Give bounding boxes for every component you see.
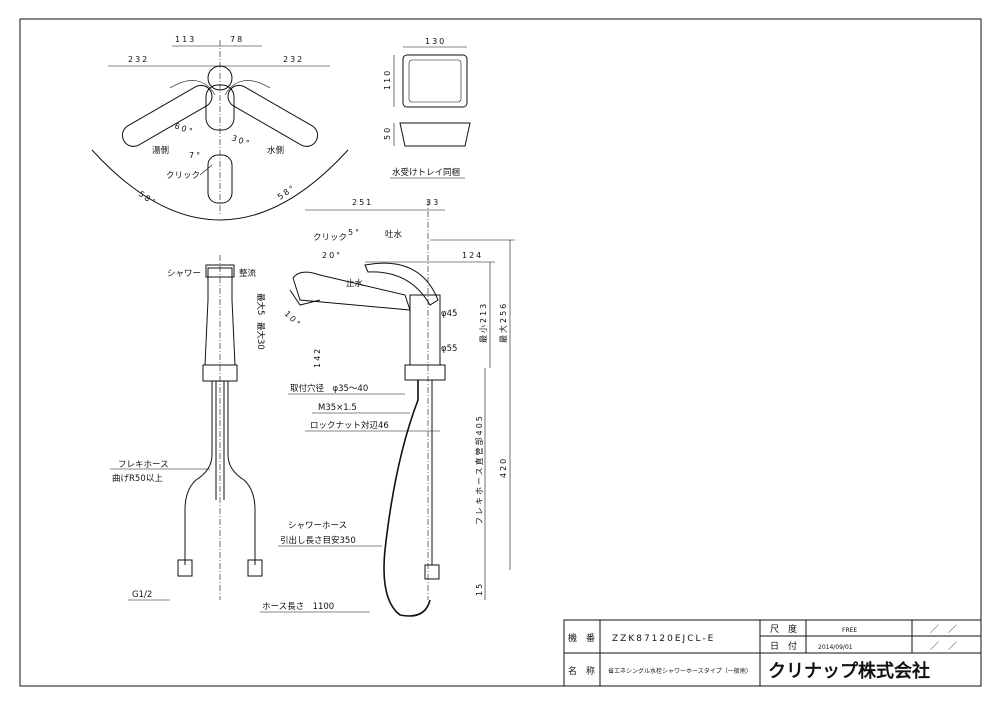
side-body — [409, 294, 441, 366]
label-cold-side: 水側 — [267, 145, 284, 156]
dim-max256: 最大256 — [498, 302, 508, 343]
label-hot-side: 湯側 — [152, 145, 169, 156]
dim-58-right: 58° — [276, 183, 298, 202]
note-shower-hose: シャワーホース — [288, 521, 347, 531]
side-view: 251 33 124 5° 20° 10° 142 最大256 最小213 φ4… — [283, 198, 515, 617]
dim-124: 124 — [462, 251, 483, 260]
tb-name: 省エネシングル水栓シャワーホースタイプ（一般地） — [608, 667, 752, 675]
dim-20: 20° — [322, 251, 342, 260]
label-max30: 最大30 — [255, 322, 266, 350]
title-block: 機 番 ZZK87120EJCL-E 尺 度 FREE 日 付 2014/09/… — [563, 619, 982, 687]
tray-dim-50: 50 — [383, 126, 392, 140]
dim-30: 30° — [230, 133, 252, 148]
dim-60: 60° — [173, 121, 195, 136]
tb-model-label: 機 番 — [568, 632, 595, 644]
front-hose-left — [184, 381, 213, 565]
tray-dim-130: 130 — [425, 37, 446, 46]
dim-15: 15 — [475, 582, 484, 596]
label-max5: 最大5 — [255, 293, 266, 315]
front-hose-right — [227, 381, 256, 565]
top-view: 113 78 232 232 60° 30° 7° 58° 58° 湯側 水側 … — [91, 35, 349, 221]
side-lever — [364, 262, 439, 306]
note-locknut: ロックナット対辺46 — [310, 420, 389, 431]
dim-78: 78 — [230, 35, 244, 44]
dim-420: 420 — [499, 457, 508, 478]
dim-phi55: φ55 — [441, 344, 457, 354]
dim-58-left: 58° — [137, 189, 159, 208]
side-base — [404, 364, 446, 381]
label-shower: シャワー — [167, 269, 201, 279]
label-stop: 止水 — [346, 278, 364, 289]
tb-date-label: 日 付 — [770, 641, 797, 652]
note-hole: 取付穴径 φ35～40 — [290, 383, 368, 394]
label-click-top: クリック — [166, 171, 200, 181]
dim-7: 7° — [189, 151, 202, 160]
tray-view: 130 110 50 水受けトレイ同梱 — [383, 37, 471, 179]
rotation-arc — [91, 149, 349, 221]
tray-dim-110: 110 — [383, 69, 392, 90]
notes: 取付穴径 φ35～40 M35×1.5 ロックナット対辺46 フレキホース 曲げ… — [110, 383, 440, 613]
dim-405: フレキホース直管部405 — [474, 414, 484, 525]
tb-company-logo: クリナップ株式会社 — [768, 660, 930, 682]
note-thread: M35×1.5 — [318, 403, 357, 413]
tb-model: ZZK87120EJCL-E — [612, 634, 715, 644]
note-g12: G1/2 — [132, 590, 152, 600]
tray-top — [402, 54, 468, 108]
tb-scale: FREE — [842, 627, 857, 634]
dim-113: 113 — [175, 35, 196, 44]
dim-142: 142 — [313, 347, 322, 368]
note-flex-hose: フレキホース — [118, 460, 169, 470]
side-shower-hose — [383, 380, 431, 617]
tb-date: 2014/09/01 — [818, 644, 853, 651]
note-hose-length: ホース長さ 1100 — [262, 602, 334, 612]
dim-min213: 最小213 — [479, 302, 488, 343]
drawing-border — [19, 18, 982, 687]
label-rectified: 整流 — [239, 268, 257, 279]
tray-caption: 水受けトレイ同梱 — [392, 167, 460, 178]
spout-hot — [121, 84, 213, 147]
tb-name-label: 名 称 — [568, 665, 595, 677]
tb-slash2: ／ ／ — [930, 641, 957, 652]
spout-cold — [227, 84, 319, 147]
label-spout: 吐水 — [385, 229, 403, 240]
dim-251: 251 — [352, 198, 373, 207]
dim-phi45: φ45 — [441, 309, 457, 319]
tray-side — [399, 122, 471, 147]
side-spout — [292, 271, 411, 311]
dim-232-right: 232 — [283, 55, 304, 64]
note-bend: 曲げR50以上 — [112, 473, 163, 484]
dim-5: 5° — [348, 228, 361, 237]
tb-scale-label: 尺 度 — [770, 623, 797, 635]
dim-33: 33 — [426, 198, 440, 207]
dim-232-left: 232 — [128, 55, 149, 64]
tb-slash1: ／ ／ — [930, 624, 957, 635]
dim-10: 10° — [283, 309, 304, 330]
note-pull-length: 引出し長さ目安350 — [280, 535, 356, 546]
front-view: シャワー 整流 最大5 最大30 — [167, 255, 266, 600]
label-click-side: クリック — [313, 233, 347, 243]
